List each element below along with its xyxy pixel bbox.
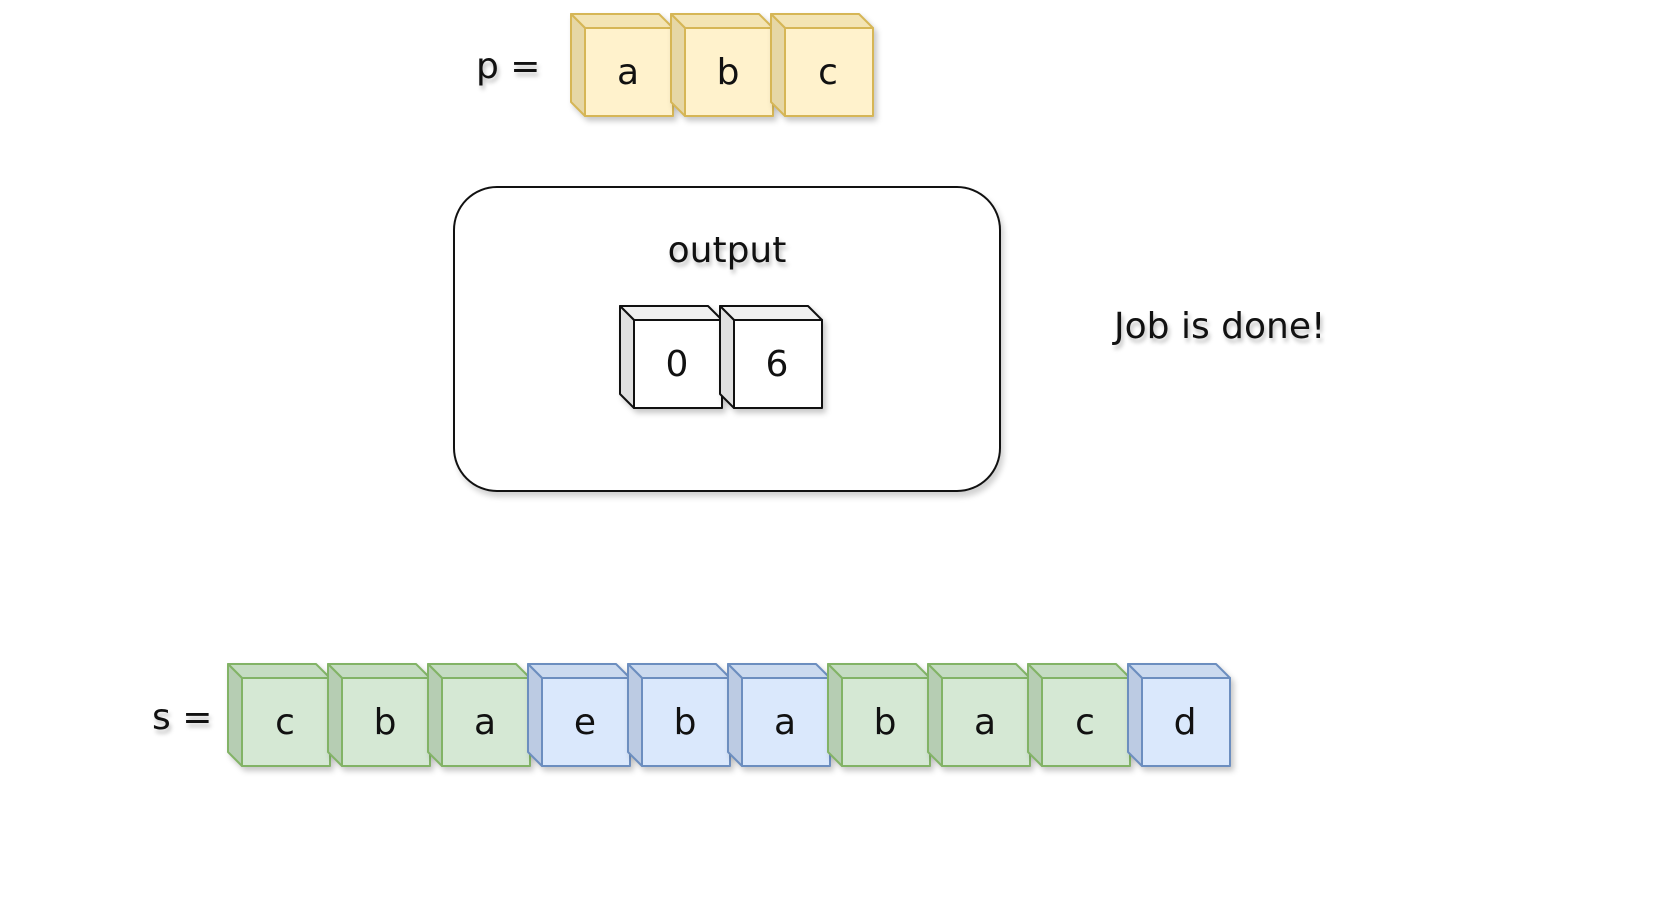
source-cell: b: [627, 663, 742, 768]
cell-value: c: [1075, 701, 1095, 743]
output-title: output: [667, 230, 787, 271]
output-cell: 6: [719, 305, 834, 410]
source-cell: d: [1127, 663, 1242, 768]
cell-value: b: [716, 51, 740, 93]
source-cell: c: [227, 663, 342, 768]
source-label: s =: [152, 697, 213, 738]
pattern-label: p =: [476, 46, 541, 87]
source-cell: a: [427, 663, 542, 768]
cell-value: a: [773, 701, 797, 743]
cell-value: a: [616, 51, 640, 93]
cell-value: c: [275, 701, 295, 743]
cell-value: a: [473, 701, 497, 743]
source-cell: b: [327, 663, 442, 768]
pattern-cell: b: [670, 13, 785, 118]
cell-value: d: [1173, 701, 1197, 743]
cell-value: e: [573, 701, 597, 743]
cell-value: 0: [665, 343, 689, 385]
source-cell: e: [527, 663, 642, 768]
cell-value: 6: [765, 343, 789, 385]
source-cell: b: [827, 663, 942, 768]
pattern-cell: c: [770, 13, 885, 118]
source-cell: a: [927, 663, 1042, 768]
cell-value: b: [673, 701, 697, 743]
output-cell: 0: [619, 305, 734, 410]
status-message: Job is done!: [1114, 306, 1326, 347]
cell-value: a: [973, 701, 997, 743]
pattern-cell: a: [570, 13, 685, 118]
cell-value: b: [873, 701, 897, 743]
source-cell: a: [727, 663, 842, 768]
source-cell: c: [1027, 663, 1142, 768]
cell-value: c: [818, 51, 838, 93]
cell-value: b: [373, 701, 397, 743]
